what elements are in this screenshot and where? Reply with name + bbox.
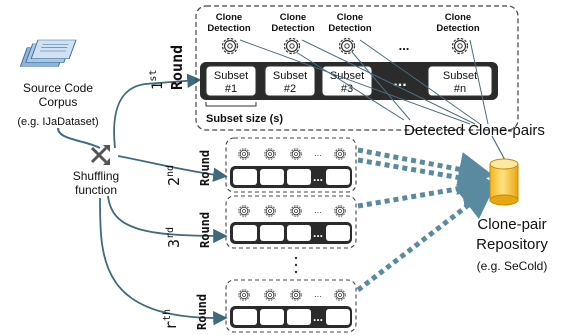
shuffle-icon: [90, 145, 110, 165]
round3-sup: rd: [165, 227, 176, 239]
detected-to-repo-line: [491, 135, 507, 163]
corpus-label-line1: Source Code: [23, 81, 93, 95]
round2-container: [225, 137, 357, 193]
clone-detection-n-line2: Detection: [436, 23, 479, 34]
roundr-sup: th: [162, 309, 173, 321]
clone-detection-n-line1: Clone: [445, 12, 471, 23]
subset-1-line1: Subset: [214, 70, 248, 82]
clone-detection-1-line2: Detection: [207, 23, 250, 34]
round1-gears-ellipsis: ...: [399, 38, 410, 53]
source-corpus-icon: [19, 39, 77, 67]
round2-num: 2: [165, 177, 183, 186]
clone-detection-2-line2: Detection: [271, 23, 314, 34]
gear-icon: [221, 37, 239, 55]
subset-size-bracket: [205, 102, 257, 107]
subset-n-box: [427, 65, 493, 97]
clone-detection-1-line1: Clone: [216, 12, 242, 23]
subset-n-line1: Subset: [443, 70, 477, 82]
clone-detection-3-line1: Clone: [337, 12, 363, 23]
repository-example: (e.g. SeCold): [477, 259, 548, 273]
shuffle-label-line2: function: [75, 183, 117, 197]
gear-icon: [338, 37, 356, 55]
round1-word: Round: [168, 45, 186, 90]
to-repository-arrows: [356, 147, 496, 292]
subset-3-box: [321, 65, 373, 97]
gear-icon: [451, 37, 469, 55]
clone-detection-2-line1: Clone: [280, 12, 306, 23]
round1-arrow: [113, 73, 202, 149]
subset-2-line2: #2: [284, 83, 296, 95]
corpus-to-shuffle-arrow: [57, 127, 101, 149]
subset-n-line2: #n: [454, 83, 466, 95]
round2-arrow: [117, 155, 228, 182]
roundr-container: [225, 279, 357, 333]
roundr-subsets-ellipsis: ...: [313, 310, 323, 324]
round1-num: 1: [150, 82, 166, 90]
subset-1-line2: #1: [225, 83, 237, 95]
round2-subsets-ellipsis: ...: [313, 170, 323, 184]
roundr-num: r: [162, 321, 180, 330]
round1-container: [195, 5, 519, 131]
subset-2-box: [264, 65, 316, 97]
round1-label: 1st Round: [148, 45, 186, 90]
round3-gears-ellipsis: ···: [314, 208, 322, 217]
round3-label: 3rd Round: [165, 212, 212, 248]
round2-sup: nd: [165, 165, 176, 177]
subset-1-box: [205, 65, 257, 97]
round3-container: [225, 195, 357, 249]
round3-num: 3: [165, 239, 183, 248]
svg-text:2nd: 2nd: [165, 165, 183, 186]
repository-cylinder-icon: [489, 158, 519, 206]
roundr-arrow: [99, 197, 228, 326]
round3-subsets-ellipsis: ...: [313, 226, 323, 240]
round3-word: Round: [198, 212, 212, 248]
round2-word: Round: [198, 150, 212, 186]
detection-lines: [239, 39, 489, 125]
repository-label-line1: Clone-pair: [477, 216, 546, 233]
detected-clone-pairs-label: Detected Clone-pairs: [404, 122, 545, 139]
roundr-word: Round: [195, 294, 209, 330]
vertical-ellipsis: [294, 256, 298, 274]
corpus-label-line2: Corpus: [39, 95, 78, 109]
corpus-example: (e.g. IJaDataset): [17, 116, 98, 128]
shuffle-label-line1: Shuffling: [73, 169, 119, 183]
roundr-label: rth Round: [162, 294, 209, 330]
round3-arrow: [107, 195, 228, 244]
svg-text:3rd: 3rd: [165, 227, 183, 248]
round1-sup: st: [148, 70, 159, 82]
svg-text:1st: 1st: [148, 70, 166, 90]
svg-text:rth: rth: [162, 309, 180, 330]
subset-3-line2: #3: [341, 83, 353, 95]
repository-label-line2: Repository: [476, 236, 548, 253]
roundr-gears-ellipsis: ···: [314, 292, 322, 301]
gear-icon: [283, 37, 301, 55]
round2-gears-ellipsis: ···: [314, 151, 322, 160]
clone-detection-3-line2: Detection: [328, 23, 371, 34]
subset-2-line1: Subset: [273, 70, 307, 82]
round2-label: 2nd Round: [165, 150, 212, 186]
subset-size-label: Subset size (s): [206, 113, 283, 125]
